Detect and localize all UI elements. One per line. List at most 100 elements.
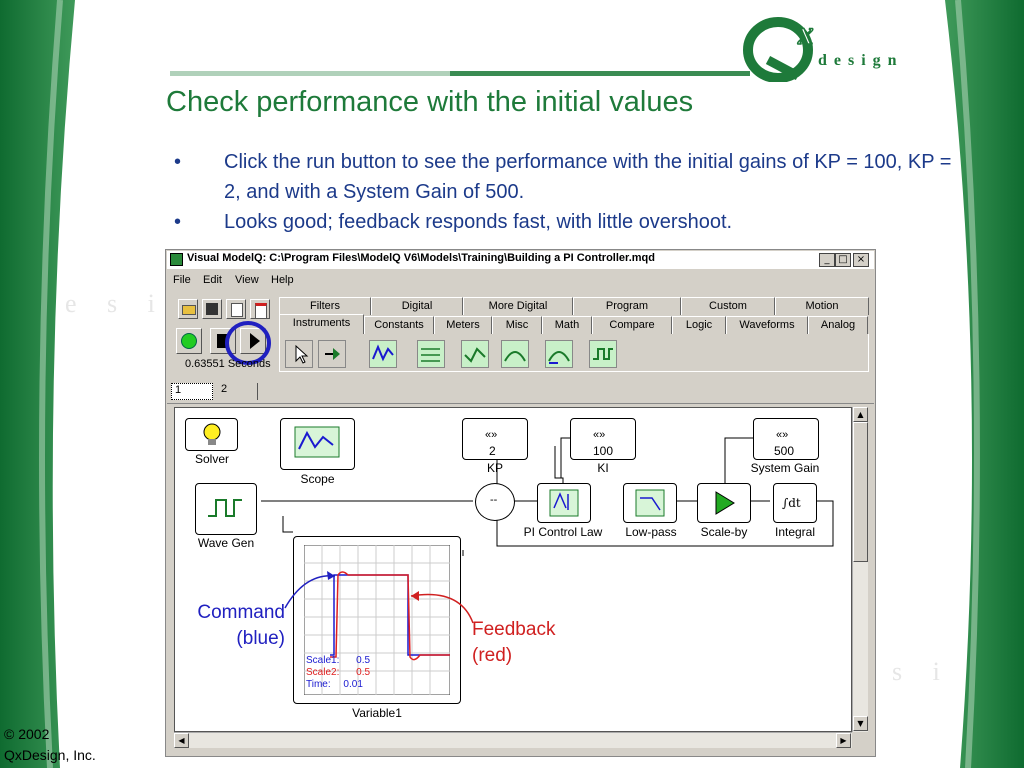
menu-view[interactable]: View [235, 274, 259, 286]
scroll-up-arrow[interactable]: ▲ [853, 407, 868, 422]
menu-help[interactable]: Help [271, 274, 294, 286]
scroll-down-arrow[interactable]: ▼ [853, 716, 868, 731]
tab-instruments[interactable]: Instruments [279, 314, 364, 334]
horizontal-scrollbar[interactable]: ◀ ▶ [174, 732, 852, 748]
tab-constants[interactable]: Constants [364, 316, 434, 334]
scope-plot [304, 545, 450, 695]
bode-icon [504, 351, 526, 362]
low-pass-icon [635, 489, 665, 517]
integral-label: Integral [774, 525, 816, 539]
go-button[interactable] [176, 328, 202, 354]
tab-digital[interactable]: Digital [371, 297, 463, 315]
open-button[interactable] [178, 299, 198, 319]
pointer-tool[interactable] [285, 340, 313, 368]
palette-panel [279, 334, 869, 372]
kp-block[interactable]: «» 2 [462, 418, 528, 460]
minimize-button[interactable]: _ [819, 253, 835, 267]
scope-block[interactable] [280, 418, 355, 470]
tab-more-digital[interactable]: More Digital [463, 297, 573, 315]
square-wave-tool[interactable] [589, 340, 617, 368]
window-title: Visual ModelQ: C:\Program Files\ModelQ V… [187, 252, 655, 264]
menu-edit[interactable]: Edit [203, 274, 222, 286]
system-gain-block[interactable]: «» 500 [753, 418, 819, 460]
dual-scope-tool[interactable] [417, 340, 445, 368]
tab-math[interactable]: Math [542, 316, 592, 334]
export-button[interactable] [226, 299, 246, 319]
run-time: 0.63551 Seconds [185, 358, 271, 370]
variable1-scope[interactable]: Scale1: 0.5 Scale2: 0.5 Time: 0.01 [293, 536, 461, 704]
folder-icon [182, 305, 196, 315]
page-red-icon [255, 303, 267, 319]
scope-readout: Scale1: 0.5 Scale2: 0.5 Time: 0.01 [306, 655, 386, 691]
svg-text:e s i: e s i [65, 289, 167, 318]
bode-tool[interactable] [501, 340, 529, 368]
tab-filters[interactable]: Filters [279, 297, 371, 315]
close-button[interactable]: × [853, 253, 869, 267]
stop-icon [217, 334, 228, 348]
scope-tool[interactable] [369, 340, 397, 368]
app-icon [170, 253, 183, 266]
pi-icon [549, 489, 579, 517]
bode2-icon [548, 351, 570, 364]
gain-triangle-icon [715, 491, 735, 515]
tab-compare[interactable]: Compare [592, 316, 672, 334]
sum-junction[interactable]: -- [475, 483, 515, 521]
ki-label: KI [597, 461, 609, 475]
delete-button[interactable] [250, 299, 270, 319]
vertical-scrollbar[interactable]: ▲ ▼ [852, 407, 868, 732]
scale2-value: 0.5 [356, 667, 371, 678]
menu-file[interactable]: File [173, 274, 191, 286]
scope-icon [372, 344, 394, 362]
bullet-text: Click the run button to see the performa… [224, 151, 952, 203]
wire-tool[interactable] [318, 340, 346, 368]
low-pass-block[interactable] [623, 483, 677, 523]
tab-logic[interactable]: Logic [672, 316, 726, 334]
scale-by-label: Scale-by [700, 525, 748, 539]
solver-block[interactable] [185, 418, 238, 451]
feedback-callout-line2: (red) [472, 645, 513, 666]
app-window: Visual ModelQ: C:\Program Files\ModelQ V… [165, 249, 876, 757]
const-glyph: «» [593, 429, 606, 441]
bullet-text: Looks good; feedback responds fast, with… [224, 211, 733, 233]
scope-label: Scope [300, 472, 335, 486]
tab-meters[interactable]: Meters [434, 316, 492, 334]
scale1-label: Scale1: [306, 655, 340, 666]
svg-text:x: x [797, 15, 813, 52]
wave-gen-block[interactable] [195, 483, 257, 535]
variable1-label: Variable1 [352, 706, 402, 720]
const-glyph: «» [485, 429, 498, 441]
pi-control-law-block[interactable] [537, 483, 591, 523]
bode2-tool[interactable] [545, 340, 573, 368]
menu-bar: File Edit View Help [167, 271, 874, 289]
scroll-right-arrow[interactable]: ▶ [836, 733, 851, 748]
tab-custom[interactable]: Custom [681, 297, 775, 315]
scroll-left-arrow[interactable]: ◀ [174, 733, 189, 748]
copyright: © 2002 QxDesign, Inc. [4, 724, 96, 766]
tab-program[interactable]: Program [573, 297, 681, 315]
scale-by-block[interactable] [697, 483, 751, 523]
tab-motion[interactable]: Motion [775, 297, 869, 315]
scroll-thumb[interactable] [853, 422, 868, 562]
xy-scope-tool[interactable] [461, 340, 489, 368]
maximize-button[interactable]: □ [835, 253, 851, 267]
tab-waveforms[interactable]: Waveforms [726, 316, 808, 334]
solver-label: Solver [194, 452, 229, 466]
run-button[interactable] [240, 328, 266, 354]
integral-block[interactable]: ∫dt [773, 483, 817, 523]
window-titlebar[interactable]: Visual ModelQ: C:\Program Files\ModelQ V… [167, 251, 874, 269]
floppy-icon [206, 303, 218, 315]
sheet-tab-2[interactable]: 2 [218, 383, 258, 400]
save-button[interactable] [202, 299, 222, 319]
const-glyph: «» [776, 429, 789, 441]
ki-block[interactable]: «» 100 [570, 418, 636, 460]
tab-misc[interactable]: Misc [492, 316, 542, 334]
tab-analog[interactable]: Analog [808, 316, 868, 334]
copyright-company: QxDesign, Inc. [4, 747, 96, 763]
low-pass-label: Low-pass [625, 525, 677, 539]
run-controls [176, 328, 280, 354]
diagram-canvas[interactable]: Solver Scope «» 2 KP «» 100 KI «» 500 Sy… [174, 407, 852, 732]
run-highlight-circle [225, 321, 271, 365]
sheet-tab-1[interactable]: 1 [171, 383, 213, 400]
pi-label: PI Control Law [523, 525, 603, 539]
scope-mini-icon [294, 426, 340, 458]
